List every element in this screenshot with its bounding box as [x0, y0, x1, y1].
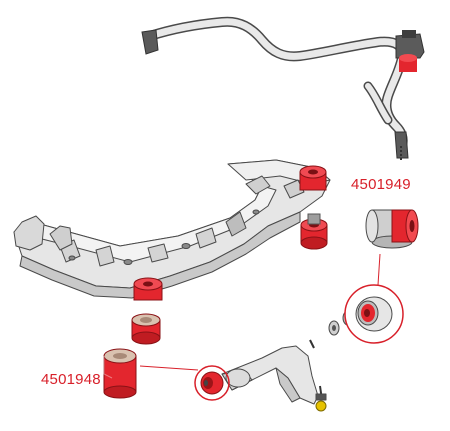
callout-lower [139, 365, 230, 401]
part-number-label-upper: 4501949 [351, 176, 411, 193]
subframe-bushing-front-lower [131, 313, 161, 345]
subframe-bushing-rear [299, 165, 327, 191]
control-arm-bushing [200, 371, 224, 395]
bushing-4501949 [365, 209, 419, 249]
subframe-bushing-mid [300, 213, 328, 250]
callout-upper [344, 253, 404, 344]
subframe [13, 159, 331, 299]
bushing-4501948 [103, 348, 137, 399]
subframe-bushing-front-upper [133, 277, 163, 301]
part-number-label-lower: 4501948 [41, 371, 101, 388]
control-arm [221, 339, 327, 412]
stabilizer-bar [141, 16, 425, 160]
